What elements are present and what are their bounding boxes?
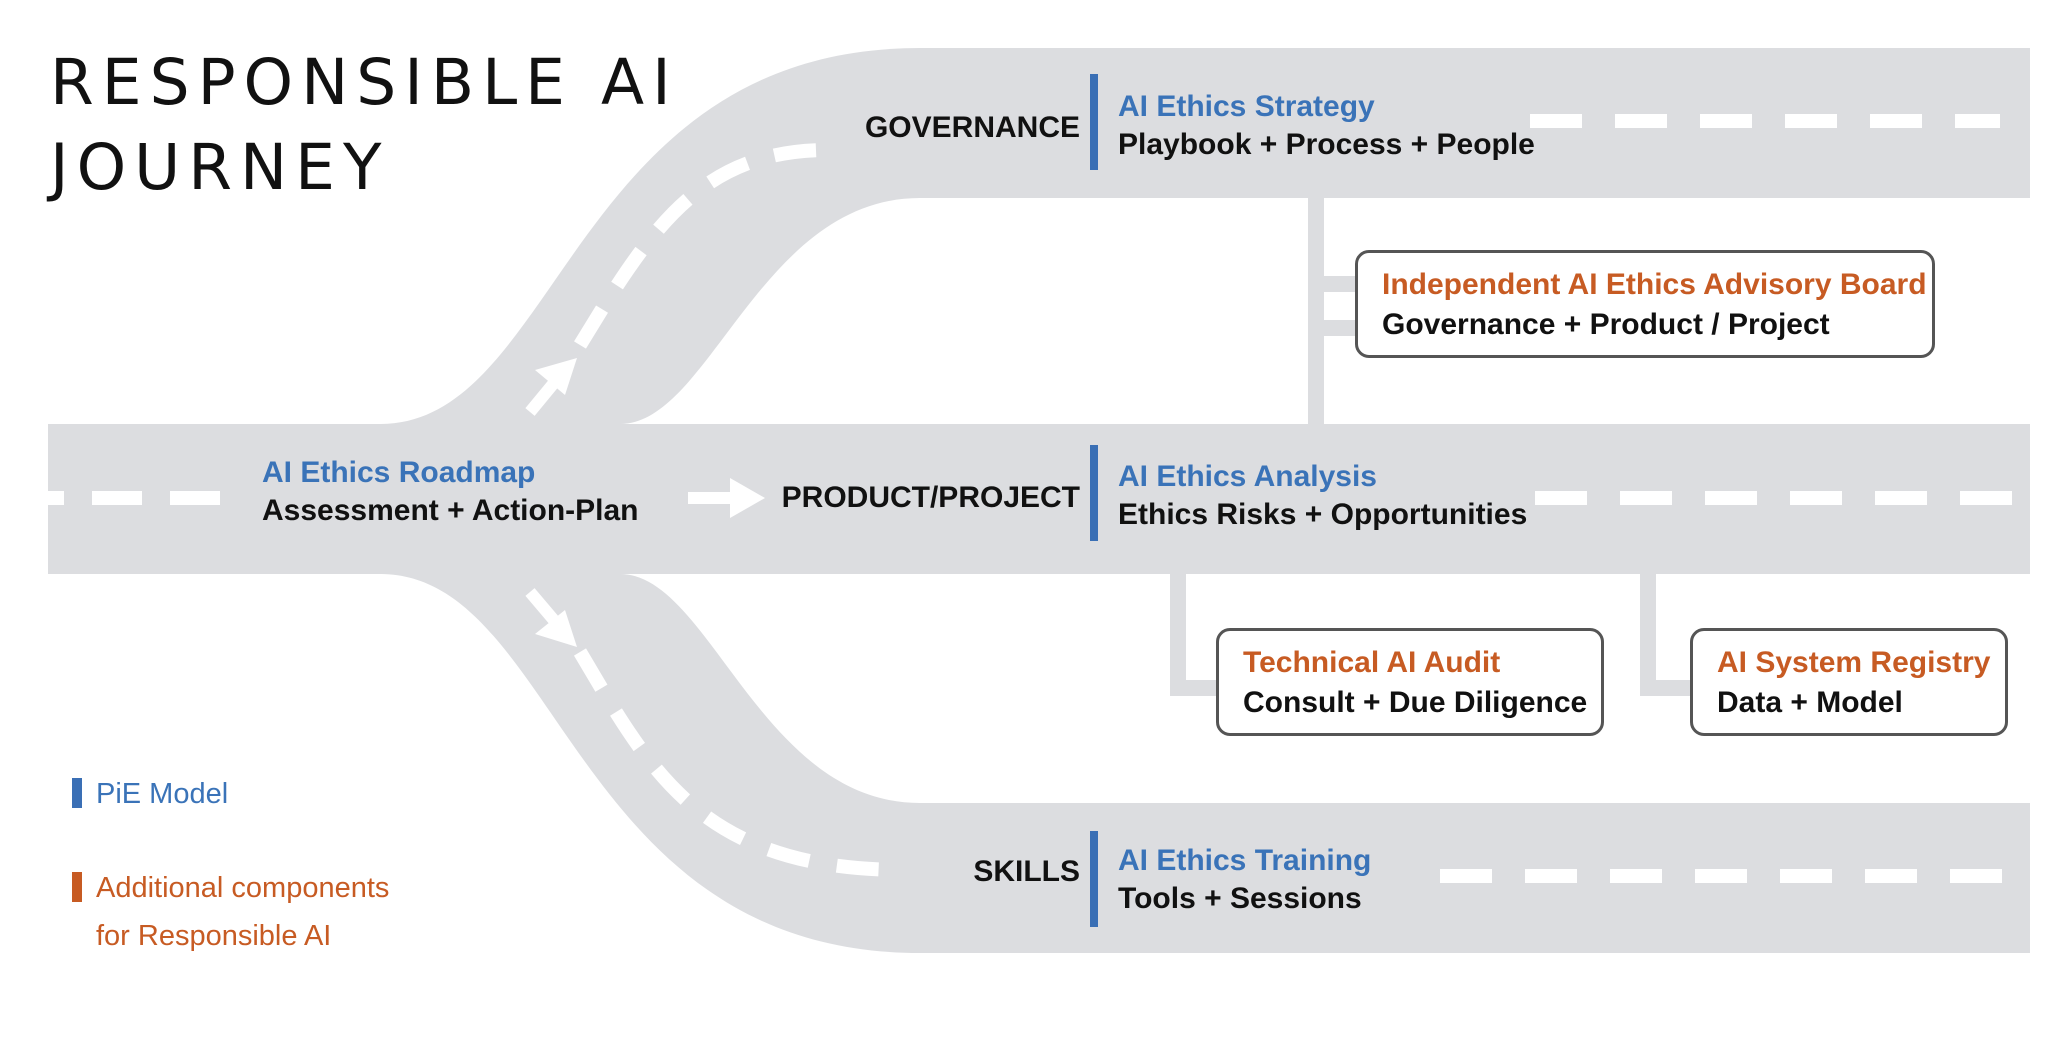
audit-heading: Technical AI Audit bbox=[1243, 646, 1501, 679]
title-line-2: JOURNEY bbox=[50, 131, 390, 204]
registry-sub: Data + Model bbox=[1717, 686, 1903, 719]
pie-marker-skills bbox=[1090, 831, 1098, 927]
box-advisory-board: Independent AI Ethics Advisory Board Gov… bbox=[1355, 250, 1935, 358]
advisory-sub: Governance + Product / Project bbox=[1382, 308, 1830, 341]
governance-heading: AI Ethics Strategy bbox=[1118, 90, 1375, 123]
page-title: RESPONSIBLE AI JOURNEY bbox=[50, 40, 679, 210]
legend-additional-swatch bbox=[72, 872, 82, 902]
registry-heading: AI System Registry bbox=[1717, 646, 1991, 679]
roadmap-heading: AI Ethics Roadmap bbox=[262, 456, 536, 489]
legend-additional-line-2: for Responsible AI bbox=[96, 920, 332, 952]
arrow-up-icon bbox=[525, 358, 577, 416]
legend-additional-components: Additional components for Responsible AI bbox=[72, 864, 389, 960]
lane-label-governance: GOVERNANCE bbox=[864, 111, 1080, 144]
connector-advisory-vertical bbox=[1308, 198, 1324, 424]
governance-sub: Playbook + Process + People bbox=[1118, 128, 1535, 161]
roadmap-text: AI Ethics Roadmap Assessment + Action-Pl… bbox=[262, 454, 639, 530]
skills-text: AI Ethics Training Tools + Sessions bbox=[1118, 842, 1371, 918]
lane-markings bbox=[48, 114, 2012, 883]
connector-registry-horizontal bbox=[1640, 680, 1700, 696]
connector-registry-vertical bbox=[1640, 574, 1656, 694]
connector-audit-vertical bbox=[1170, 574, 1186, 694]
box-system-registry: AI System Registry Data + Model bbox=[1690, 628, 2008, 736]
box-technical-audit: Technical AI Audit Consult + Due Diligen… bbox=[1216, 628, 1604, 736]
arrow-right-icon bbox=[688, 478, 765, 518]
pie-marker-governance bbox=[1090, 74, 1098, 170]
skills-sub: Tools + Sessions bbox=[1118, 882, 1362, 915]
lane-label-product: PRODUCT/PROJECT bbox=[781, 481, 1080, 514]
connectors bbox=[1170, 198, 1700, 696]
product-text: AI Ethics Analysis Ethics Risks + Opport… bbox=[1118, 458, 1527, 534]
legend-additional-line-1: Additional components bbox=[96, 872, 390, 904]
connector-audit-horizontal bbox=[1170, 680, 1230, 696]
advisory-heading: Independent AI Ethics Advisory Board bbox=[1382, 268, 1927, 301]
connector-advisory-bottom bbox=[1308, 320, 1368, 336]
legend-pie-label: PiE Model bbox=[96, 778, 229, 810]
lane-label-skills: SKILLS bbox=[973, 855, 1080, 888]
dashes-governance-curve bbox=[574, 143, 829, 349]
legend-pie-swatch bbox=[72, 778, 82, 808]
road-governance bbox=[380, 48, 2030, 424]
connector-advisory-top bbox=[1308, 276, 1368, 292]
title-line-1: RESPONSIBLE AI bbox=[50, 46, 679, 119]
product-heading: AI Ethics Analysis bbox=[1118, 460, 1377, 493]
roadmap-sub: Assessment + Action-Plan bbox=[262, 494, 639, 527]
direction-arrows bbox=[525, 358, 765, 647]
arrow-down-icon bbox=[525, 588, 577, 647]
road-product bbox=[48, 424, 2030, 574]
pie-marker-product bbox=[1090, 445, 1098, 541]
governance-text: AI Ethics Strategy Playbook + Process + … bbox=[1118, 88, 1535, 164]
skills-heading: AI Ethics Training bbox=[1118, 844, 1372, 877]
product-sub: Ethics Risks + Opportunities bbox=[1118, 498, 1528, 531]
legend-pie-model: PiE Model bbox=[72, 770, 228, 818]
audit-sub: Consult + Due Diligence bbox=[1243, 686, 1588, 719]
